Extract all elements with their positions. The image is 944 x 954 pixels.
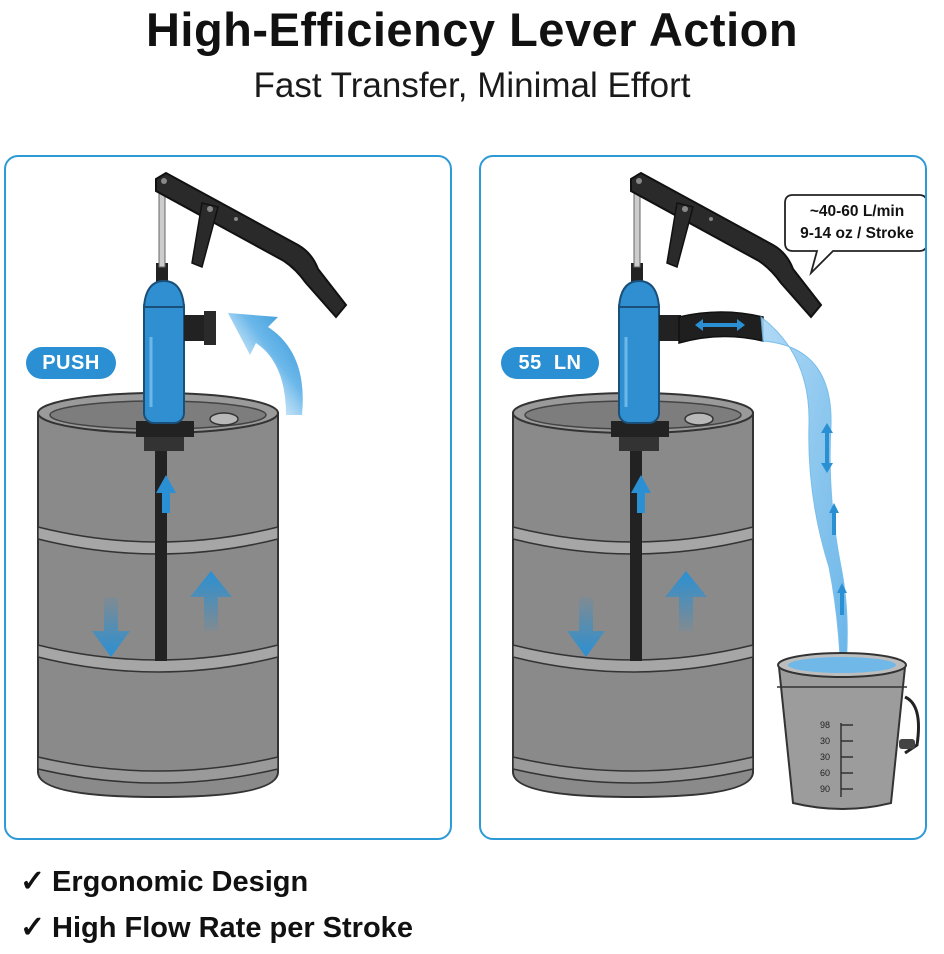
flow-rate-lpm: ~40-60 L/min xyxy=(809,203,905,220)
checkmark-icon: ✓ xyxy=(20,911,46,944)
push-panel: PUSH xyxy=(4,155,452,840)
page-title: High-Efficiency Lever Action xyxy=(145,3,799,56)
bucket: 98 30 30 60 90 xyxy=(777,652,920,810)
discharge-hose xyxy=(678,311,764,344)
curved-push-arrow xyxy=(228,313,303,415)
up-arrow-icon xyxy=(665,571,707,631)
up-arrow-icon xyxy=(631,475,651,513)
feature-item: ✓High Flow Rate per Stroke xyxy=(20,908,413,954)
bung-adapter xyxy=(611,421,669,437)
feature-text: High Flow Rate per Stroke xyxy=(52,912,413,944)
flow-rate-callout: ~40-60 L/min 9-14 oz / Stroke xyxy=(783,193,925,277)
lever-handle xyxy=(155,171,348,319)
water-stream xyxy=(760,315,848,678)
bucket-scale-label: 30 xyxy=(820,752,830,762)
feature-text: Ergonomic Design xyxy=(52,866,309,898)
up-arrow-icon xyxy=(190,571,232,631)
feature-list: ✓Ergonomic Design ✓High Flow Rate per St… xyxy=(20,862,413,954)
feature-item: ✓Ergonomic Design xyxy=(20,862,413,908)
flow-panel: 98 30 30 60 90 55 LN ~40-60 L/min 9-14 o… xyxy=(479,155,927,840)
push-illustration xyxy=(37,171,348,799)
pump-body xyxy=(617,263,681,424)
bucket-scale-label: 98 xyxy=(820,720,830,730)
down-arrow-icon xyxy=(92,597,130,657)
lever-handle xyxy=(630,171,823,319)
flow-per-stroke: 9-14 oz / Stroke xyxy=(800,225,914,242)
up-arrow-icon xyxy=(156,475,176,513)
bucket-scale-label: 90 xyxy=(820,784,830,794)
drum-size-badge: 55 LN xyxy=(501,347,599,379)
speech-bubble xyxy=(784,194,925,277)
flow-arrow-icon xyxy=(695,319,745,331)
pump-body xyxy=(142,263,216,424)
page-subtitle: Fast Transfer, Minimal Effort xyxy=(253,66,691,105)
flow-illustration: 98 30 30 60 90 xyxy=(512,171,920,810)
bucket-scale-label: 60 xyxy=(820,768,830,778)
bucket-scale-label: 30 xyxy=(820,736,830,746)
push-badge: PUSH xyxy=(26,347,116,379)
down-arrow-icon xyxy=(567,597,605,657)
checkmark-icon: ✓ xyxy=(20,865,46,898)
bung-adapter xyxy=(136,421,194,437)
